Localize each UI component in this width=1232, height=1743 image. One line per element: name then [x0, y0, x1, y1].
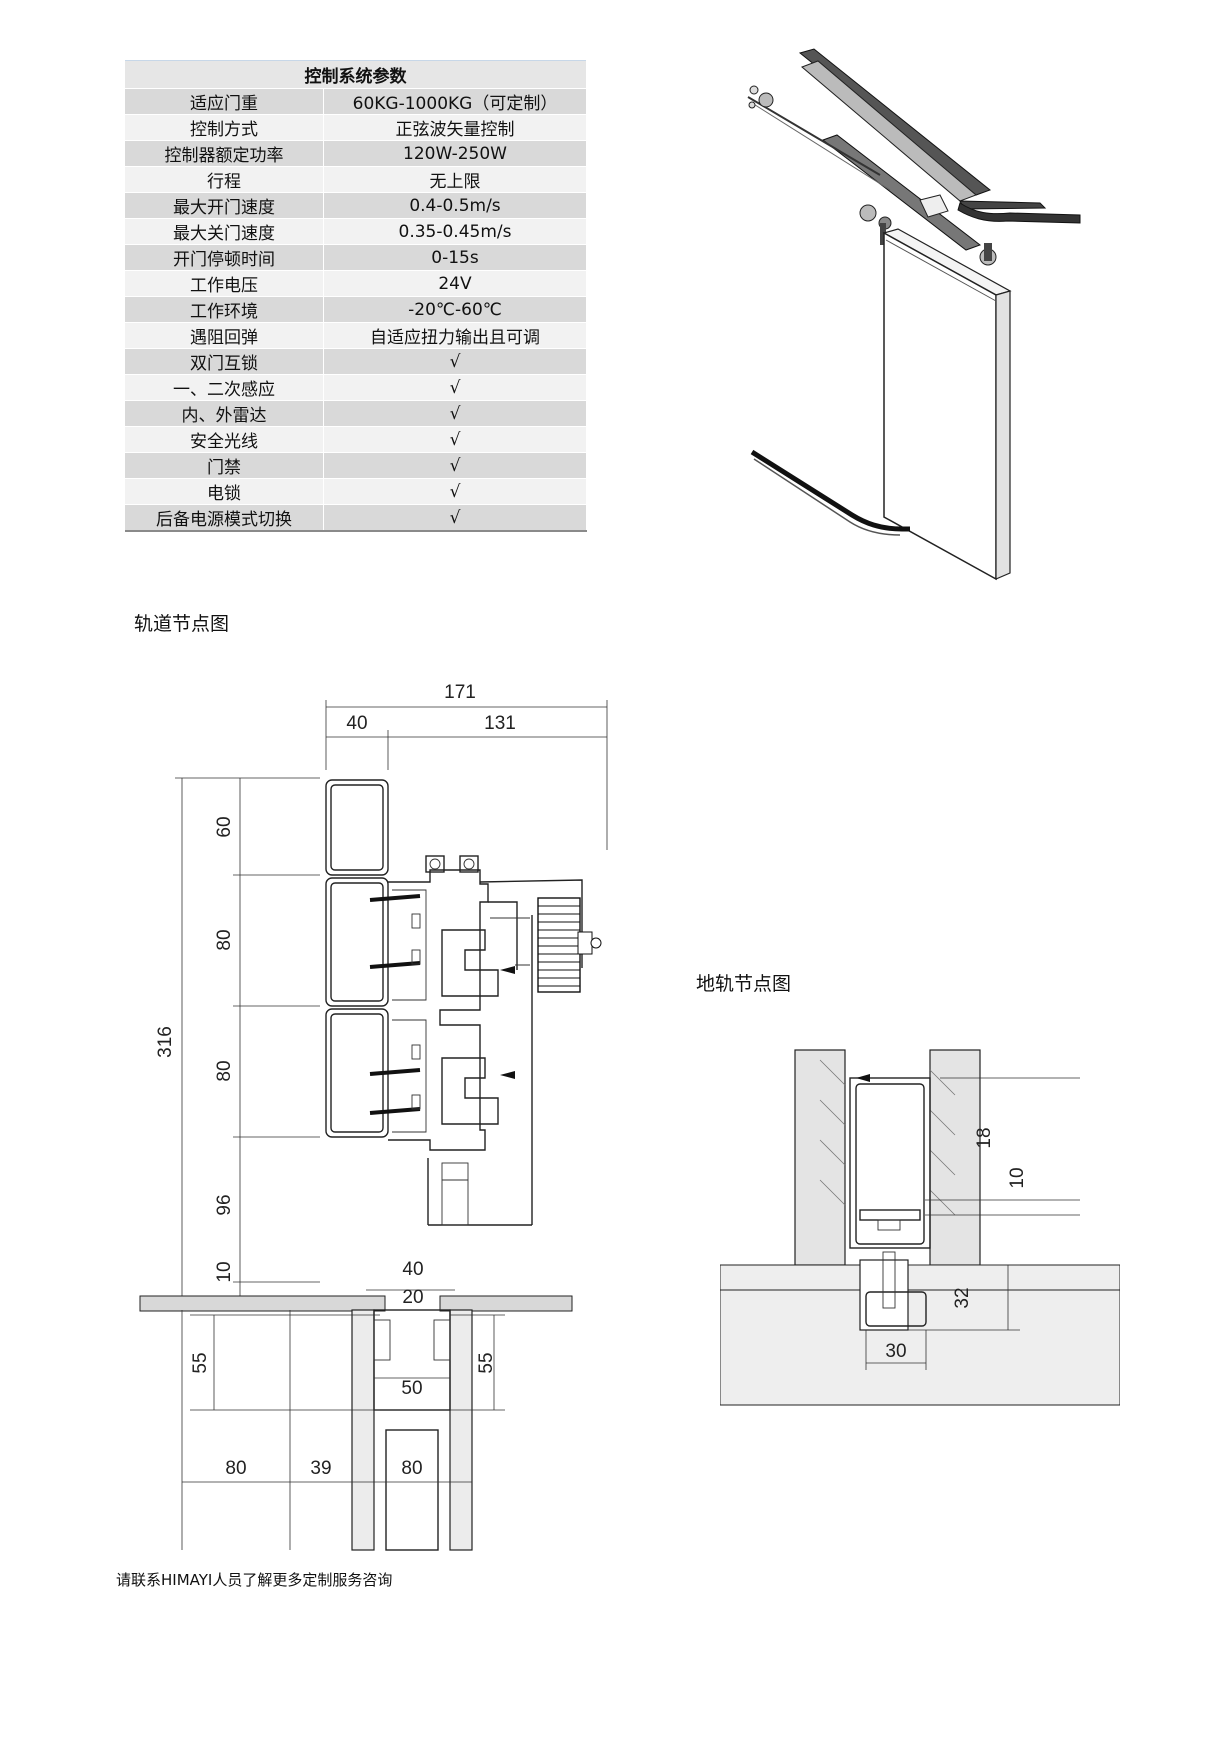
spec-row: 电锁√	[125, 478, 587, 505]
spec-row: 内、外雷达√	[125, 400, 587, 427]
spec-row: 后备电源模式切换√	[125, 504, 587, 532]
track-node-drawing: 171 40 131 316 60 80 80 96 10	[139, 682, 608, 1551]
dim-bottom-right: 80	[401, 1458, 422, 1479]
dim-height-total: 316	[155, 1026, 176, 1058]
dim-d1: 18	[974, 1127, 995, 1148]
spec-value: √	[323, 504, 587, 532]
spec-label: 内、外雷达	[125, 400, 324, 427]
track-node-heading: 轨道节点图	[134, 613, 230, 635]
dim-overall-width: 171	[444, 682, 476, 703]
floor-slab: 40 20	[139, 1259, 573, 1312]
floor	[720, 1251, 1120, 1406]
spec-label: 最大关门速度	[125, 218, 324, 245]
door-bottom	[849, 1077, 931, 1249]
top-track	[747, 48, 1081, 251]
dim-h5: 10	[214, 1261, 235, 1282]
floor-pit: 55 55 50	[190, 1309, 505, 1551]
top-dimensions: 171 40 131	[325, 682, 608, 850]
dim-bottom-left: 80	[225, 1458, 246, 1479]
spec-row: 一、二次感应√	[125, 374, 587, 401]
spec-label: 开门停顿时间	[125, 244, 324, 271]
pit-walls	[794, 1049, 981, 1266]
dim-h4: 96	[214, 1194, 235, 1215]
spec-value: 无上限	[323, 166, 587, 193]
door-leaf	[427, 915, 533, 1226]
dim-d4: 30	[885, 1341, 906, 1362]
bottom-dimensions: 80 39 80	[181, 1310, 472, 1550]
spec-label: 安全光线	[125, 426, 324, 453]
spec-label: 控制方式	[125, 114, 324, 141]
spec-value: 60KG-1000KG（可定制）	[323, 88, 587, 115]
spec-value: 120W-250W	[323, 140, 587, 167]
spec-value: √	[323, 452, 587, 479]
spec-label: 最大开门速度	[125, 192, 324, 219]
spec-value: √	[323, 426, 587, 453]
spec-value: -20℃-60℃	[323, 296, 587, 323]
door-isometric-illustration	[747, 48, 1081, 581]
spec-value: √	[323, 400, 587, 427]
spec-value: 0-15s	[323, 244, 587, 271]
spec-row: 行程无上限	[125, 166, 587, 193]
spec-row: 双门互锁√	[125, 348, 587, 375]
dim-d3: 32	[952, 1287, 973, 1308]
floor-track-dimensions: 18 10 32 30	[856, 1074, 1080, 1370]
box-profiles	[325, 779, 389, 1138]
spec-row: 控制方式正弦波矢量控制	[125, 114, 587, 141]
track-profile	[388, 855, 499, 1151]
spec-row: 门禁√	[125, 452, 587, 479]
spec-row: 工作环境-20℃-60℃	[125, 296, 587, 323]
floor-track	[750, 449, 910, 536]
spec-label: 工作电压	[125, 270, 324, 297]
spec-value: 正弦波矢量控制	[323, 114, 587, 141]
spec-value: 自适应扭力输出且可调	[323, 322, 587, 349]
spec-label: 遇阻回弹	[125, 322, 324, 349]
spec-label: 后备电源模式切换	[125, 504, 324, 532]
spec-label: 电锁	[125, 478, 324, 505]
dim-left-width: 40	[346, 713, 367, 734]
floor-track-node-heading: 地轨节点图	[696, 973, 792, 995]
door-panel	[882, 228, 1012, 581]
spec-row: 安全光线√	[125, 426, 587, 453]
dim-pit-left: 55	[190, 1352, 211, 1373]
left-dimensions: 316 60 80 80 96 10	[155, 777, 320, 1298]
spec-label: 工作环境	[125, 296, 324, 323]
spec-value: √	[323, 478, 587, 505]
dim-gap-top: 40	[402, 1259, 423, 1280]
footer-contact: 请联系HIMAYI人员了解更多定制服务咨询	[116, 1571, 393, 1589]
floor-track-node-drawing: 18 10 32 30	[720, 1049, 1120, 1406]
screws	[369, 894, 421, 1115]
dim-right-width: 131	[484, 713, 516, 734]
spec-label: 双门互锁	[125, 348, 324, 375]
dim-h2: 80	[214, 929, 235, 950]
spec-label: 行程	[125, 166, 324, 193]
spec-label: 一、二次感应	[125, 374, 324, 401]
spec-label: 控制器额定功率	[125, 140, 324, 167]
spec-value: 24V	[323, 270, 587, 297]
dim-bottom-mid: 39	[310, 1458, 331, 1479]
spec-value: 0.4-0.5m/s	[323, 192, 587, 219]
hanger-rollers	[859, 204, 997, 277]
spec-value: 0.35-0.45m/s	[323, 218, 587, 245]
spec-table-title: 控制系统参数	[125, 60, 587, 89]
dim-h1: 60	[214, 816, 235, 837]
spec-label: 门禁	[125, 452, 324, 479]
dim-d2: 10	[1007, 1167, 1028, 1188]
dim-gap-inner: 20	[402, 1287, 423, 1308]
dim-h3: 80	[214, 1060, 235, 1081]
dim-pit-right: 55	[476, 1352, 497, 1373]
motor	[479, 879, 602, 993]
spec-row: 遇阻回弹自适应扭力输出且可调	[125, 322, 587, 349]
spec-value: √	[323, 348, 587, 375]
spec-label: 适应门重	[125, 88, 324, 115]
dim-pit-width: 50	[401, 1378, 422, 1399]
spec-value: √	[323, 374, 587, 401]
